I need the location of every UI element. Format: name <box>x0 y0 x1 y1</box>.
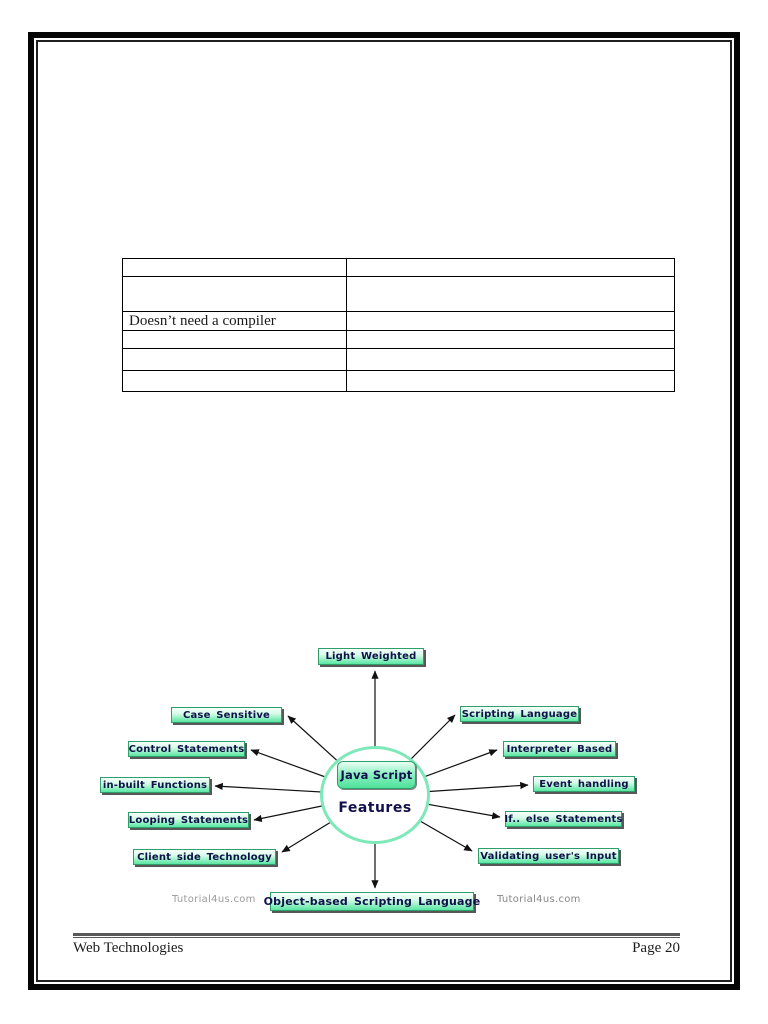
feature-box-case-sensitive: Case Sensitive <box>171 707 282 723</box>
table-cell <box>346 258 675 277</box>
table-cell <box>122 370 347 392</box>
table-cell: Doesn’t need a compiler <box>122 311 347 331</box>
table-cell <box>346 370 675 392</box>
feature-box-interpreter-based: Interpreter Based <box>503 741 616 757</box>
table-cell <box>122 348 347 371</box>
feature-box-object-based-scripting-language: Object-based Scripting Language <box>264 892 480 911</box>
watermark-left: Tutorial4us.com <box>172 894 256 905</box>
feature-box-inbuilt-functions: in-built Functions <box>100 777 210 793</box>
table-cell <box>346 311 675 331</box>
table-cell <box>346 276 675 312</box>
table-cell <box>122 330 347 349</box>
footer-page-number: Page 20 <box>632 940 680 956</box>
table-cell <box>346 348 675 371</box>
watermark-right: Tutorial4us.com <box>497 894 581 905</box>
feature-box-client-side-technology: Client side Technology <box>133 849 276 865</box>
page-border-frame <box>28 32 740 990</box>
feature-box-looping-statements: Looping Statements <box>128 812 249 828</box>
table-cell <box>346 330 675 349</box>
feature-box-event-handling: Event handling <box>533 776 635 792</box>
javascript-badge: Java Script <box>337 761 416 789</box>
footer-divider-line <box>73 933 680 938</box>
page-footer: Web Technologies Page 20 <box>73 940 680 957</box>
feature-box-scripting-language: Scripting Language <box>460 706 579 722</box>
table-cell <box>122 276 347 312</box>
footer-document-title: Web Technologies <box>73 940 184 956</box>
feature-box-if-else-statements: If.. else Statements <box>504 811 623 827</box>
page-border-inner-line <box>36 40 732 982</box>
features-label: Features <box>338 800 412 816</box>
comparison-table: Doesn’t need a compiler <box>122 258 675 392</box>
table-cell <box>122 258 347 277</box>
feature-box-validating-users-input: Validating user's Input <box>478 848 619 864</box>
feature-box-control-statements: Control Statements <box>128 741 245 757</box>
feature-box-light-weighted: Light Weighted <box>318 648 424 665</box>
